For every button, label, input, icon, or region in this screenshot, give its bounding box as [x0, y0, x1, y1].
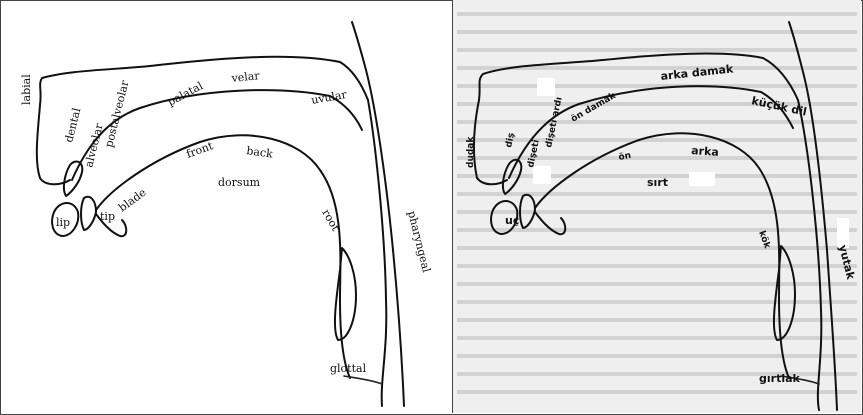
label-on-damak: ön damak	[570, 91, 619, 125]
glottal-line	[344, 376, 382, 384]
background-text-lines	[457, 14, 857, 392]
tongue-outline	[96, 135, 350, 378]
label-dis: diş	[504, 132, 517, 149]
label-uc: uç	[505, 214, 519, 227]
label-girtlak: gırtlak	[759, 372, 801, 385]
label-tip: tip	[100, 210, 115, 223]
turkish-vocal-tract-svg: dudak diş dişeti dişeti ardı ön damak ar…	[453, 0, 861, 413]
label-kucuk-dil: küçük dil	[750, 94, 808, 118]
label-pharyngeal: pharyngeal	[405, 210, 433, 275]
pharynx-back-wall	[352, 22, 404, 406]
epiglottis	[335, 248, 356, 340]
label-front: front	[185, 139, 216, 161]
label-box	[689, 172, 715, 186]
epiglottis	[774, 246, 795, 340]
english-vocal-tract-svg: labial dental alveolar postalveolar pala…	[0, 0, 452, 413]
lower-teeth	[81, 197, 96, 230]
label-back: back	[246, 144, 274, 161]
pharynx-back-wall	[789, 22, 837, 410]
turkish-diagram-panel: dudak diş dişeti dişeti ardı ön damak ar…	[453, 0, 861, 413]
label-box	[537, 78, 555, 96]
english-diagram-panel: labial dental alveolar postalveolar pala…	[0, 0, 452, 413]
label-velar: velar	[230, 69, 261, 85]
label-blade: blade	[116, 186, 148, 215]
label-dental: dental	[62, 106, 83, 144]
label-dorsum: dorsum	[218, 176, 261, 189]
label-arka-damak: arka damak	[660, 62, 735, 83]
label-on: ön	[618, 151, 632, 163]
label-arka: arka	[691, 144, 719, 159]
label-sirt: sırt	[647, 176, 668, 189]
label-dudak: dudak	[466, 136, 476, 168]
label-glottal: glottal	[330, 362, 367, 375]
tongue-outline	[535, 133, 789, 378]
label-lip: lip	[56, 216, 70, 229]
label-labial: labial	[20, 74, 33, 105]
